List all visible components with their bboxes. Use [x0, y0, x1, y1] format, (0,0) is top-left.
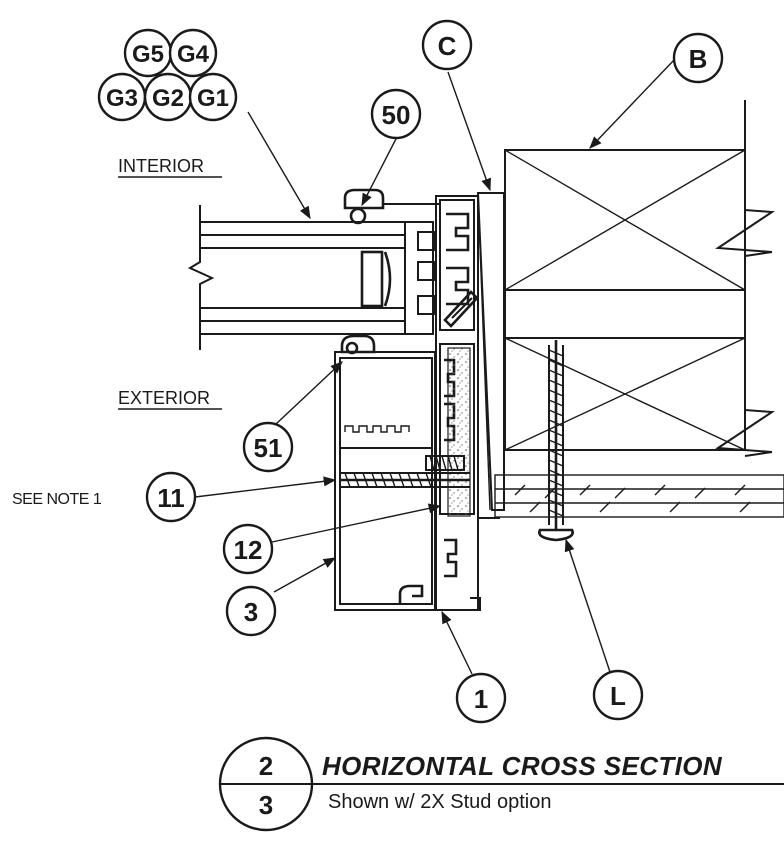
sheathing-layer	[494, 474, 784, 518]
callout-g5: G5	[132, 41, 164, 68]
detail-title: HORIZONTAL CROSS SECTION	[322, 751, 723, 781]
title-block: 2 3 HORIZONTAL CROSS SECTION Shown w/ 2X…	[218, 736, 784, 832]
foam-insulation	[447, 347, 471, 517]
callout-g3: G3	[106, 85, 138, 112]
callout-12: 12	[234, 535, 263, 565]
callout-c: C	[438, 31, 457, 61]
callout-11: 11	[157, 483, 185, 513]
sheet-number: 3	[259, 790, 273, 820]
side-labels: INTERIOR EXTERIOR SEE NOTE 1	[12, 156, 222, 508]
glass-type-bubbles: G5 G4 G3 G2 G1	[97, 28, 238, 122]
callout-b: B	[689, 44, 708, 74]
callout-1: 1	[474, 684, 488, 714]
stud-block	[504, 100, 775, 457]
detail-number: 2	[259, 751, 273, 781]
interior-label: INTERIOR	[118, 156, 204, 176]
anchor-screw-l	[538, 340, 574, 542]
shim-c	[476, 192, 505, 511]
callout-51: 51	[254, 433, 283, 463]
gasket-51	[340, 334, 376, 355]
callout-g1: G1	[197, 85, 229, 112]
glass-unit	[187, 205, 434, 350]
callout-50: 50	[382, 100, 411, 130]
leader-lines	[194, 59, 675, 675]
see-note-label: SEE NOTE 1	[12, 491, 102, 508]
gasket-50	[343, 188, 440, 225]
exterior-label: EXTERIOR	[118, 388, 210, 408]
detail-subtitle: Shown w/ 2X Stud option	[328, 791, 551, 813]
part-callouts: C B 50 51 11 12 3 1 L	[145, 19, 724, 724]
screw-11	[340, 472, 470, 488]
callout-g2: G2	[152, 85, 184, 112]
callout-l: L	[610, 681, 626, 711]
callout-3: 3	[244, 597, 258, 627]
callout-g4: G4	[177, 41, 210, 68]
screw-12	[425, 455, 465, 471]
